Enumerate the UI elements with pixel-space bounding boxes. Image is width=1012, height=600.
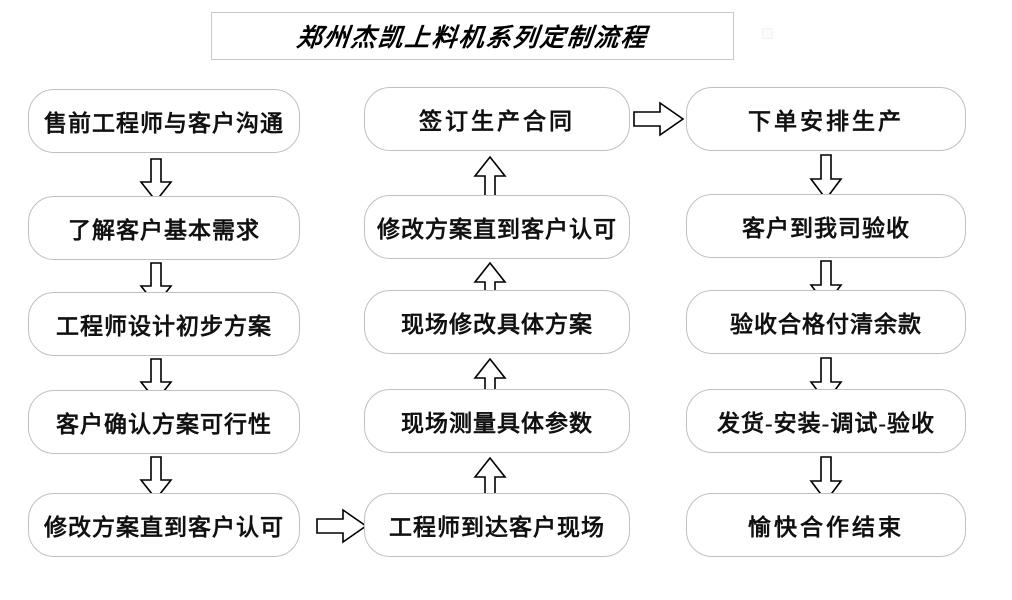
- node-label: 现场测量具体参数: [401, 411, 593, 436]
- node-revise-until-approved-middle[interactable]: 修改方案直到客户认可: [364, 195, 630, 259]
- node-label: 修改方案直到客户认可: [44, 515, 284, 540]
- arrow-right-icon: [633, 101, 685, 137]
- node-label: 工程师设计初步方案: [56, 314, 272, 339]
- node-ship-install-debug-accept[interactable]: 发货-安装-调试-验收: [686, 389, 966, 453]
- arrow-down-icon: [139, 158, 173, 202]
- chart-title-box: 郑州杰凯上料机系列定制流程: [211, 12, 734, 60]
- node-label: 下单安排生产: [748, 109, 904, 134]
- node-label: 客户到我司验收: [742, 216, 910, 241]
- node-label: 愉快合作结束: [748, 515, 904, 540]
- node-happy-cooperation-end[interactable]: 愉快合作结束: [686, 493, 966, 557]
- arrow-right-icon: [316, 508, 368, 544]
- node-onsite-revise-plan[interactable]: 现场修改具体方案: [364, 290, 630, 354]
- node-pay-balance-after-acceptance[interactable]: 验收合格付清余款: [686, 290, 966, 354]
- arrow-down-icon: [139, 456, 173, 500]
- node-label: 工程师到达客户现场: [389, 515, 605, 540]
- chart-title: 郑州杰凯上料机系列定制流程: [295, 25, 650, 52]
- node-label: 客户确认方案可行性: [56, 412, 272, 437]
- node-label: 验收合格付清余款: [730, 312, 922, 337]
- node-label: 售前工程师与客户沟通: [44, 111, 284, 136]
- node-label: 现场修改具体方案: [401, 312, 593, 337]
- node-presales-communication[interactable]: 售前工程师与客户沟通: [28, 89, 300, 153]
- node-engineer-arrive-onsite[interactable]: 工程师到达客户现场: [364, 493, 630, 557]
- node-label: 修改方案直到客户认可: [377, 217, 617, 242]
- arrow-down-icon: [809, 154, 843, 200]
- faint-artifact: [762, 28, 773, 39]
- node-label: 发货-安装-调试-验收: [717, 411, 935, 436]
- node-engineer-initial-design[interactable]: 工程师设计初步方案: [28, 292, 300, 356]
- node-label: 了解客户基本需求: [68, 218, 260, 243]
- node-revise-until-approved-left[interactable]: 修改方案直到客户认可: [28, 493, 300, 557]
- node-onsite-measure-parameters[interactable]: 现场测量具体参数: [364, 389, 630, 453]
- node-understand-requirements[interactable]: 了解客户基本需求: [28, 196, 300, 260]
- node-label: 签订生产合同: [419, 109, 575, 134]
- node-customer-confirm-feasibility[interactable]: 客户确认方案可行性: [28, 390, 300, 454]
- node-sign-production-contract[interactable]: 签订生产合同: [364, 87, 630, 151]
- node-customer-inspect-at-factory[interactable]: 客户到我司验收: [686, 194, 966, 258]
- node-place-order-arrange-production[interactable]: 下单安排生产: [686, 87, 966, 151]
- arrow-down-icon: [809, 456, 843, 502]
